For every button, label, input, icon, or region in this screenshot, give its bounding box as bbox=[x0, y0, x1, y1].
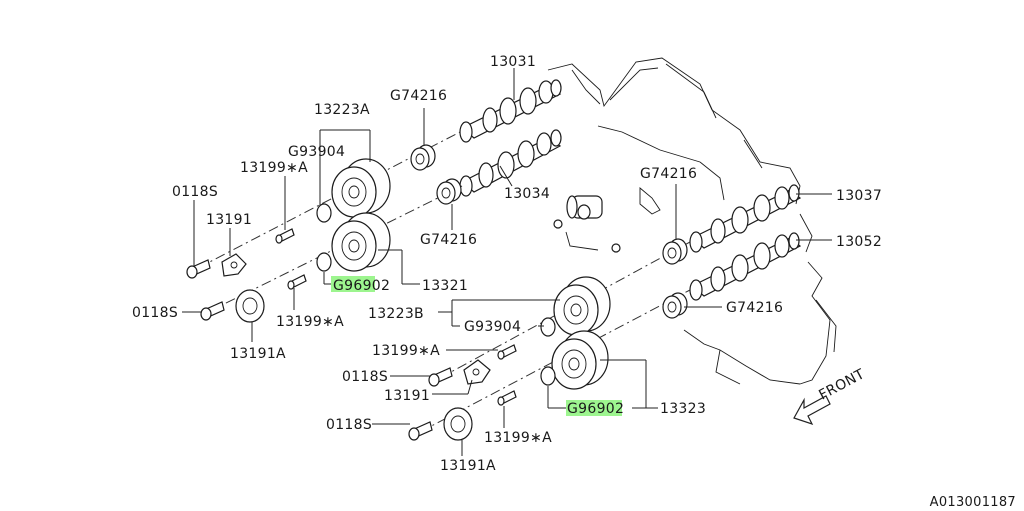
plates-13191A bbox=[235, 289, 473, 441]
label-13199A-lower-center[interactable]: 13199∗A bbox=[372, 343, 440, 359]
label-g96902-upper[interactable]: G96902 bbox=[333, 278, 390, 294]
diagram-code: A013001187 bbox=[930, 495, 1016, 510]
label-g93904-upper[interactable]: G93904 bbox=[288, 144, 345, 160]
label-13223B[interactable]: 13223B bbox=[368, 306, 424, 322]
sprocket-13223A bbox=[331, 158, 391, 218]
bolts-13199A bbox=[275, 228, 517, 406]
tensioner-parts bbox=[553, 187, 661, 253]
label-0118S-lower-center[interactable]: 0118S bbox=[342, 369, 388, 385]
label-g74216-mid[interactable]: G74216 bbox=[420, 232, 477, 248]
front-label: FRONT bbox=[816, 366, 867, 403]
sprocket-13223B bbox=[553, 276, 611, 336]
label-0118S-mid[interactable]: 0118S bbox=[132, 305, 178, 321]
bushing-g74216-upper bbox=[410, 144, 436, 171]
sprocket-13321 bbox=[331, 212, 391, 272]
label-0118S-upper[interactable]: 0118S bbox=[172, 184, 218, 200]
front-arrow-icon bbox=[793, 395, 831, 426]
leader-lines bbox=[182, 68, 832, 456]
label-13199A-mid[interactable]: 13199∗A bbox=[276, 314, 344, 330]
label-13052[interactable]: 13052 bbox=[836, 234, 882, 250]
label-13191-upper[interactable]: 13191 bbox=[206, 212, 252, 228]
bushing-g74216-right-lower bbox=[662, 292, 688, 319]
label-13199A-lower[interactable]: 13199∗A bbox=[484, 430, 552, 446]
label-13191A-upper[interactable]: 13191A bbox=[230, 346, 286, 362]
camshaft-13031 bbox=[459, 79, 562, 143]
label-g96902-lower[interactable]: G96902 bbox=[567, 401, 624, 417]
plates-13191 bbox=[221, 253, 491, 385]
engine-block-outline bbox=[547, 57, 837, 385]
label-g93904-lower[interactable]: G93904 bbox=[464, 319, 521, 335]
bolts-0118S bbox=[186, 259, 453, 441]
label-13223A[interactable]: 13223A bbox=[314, 102, 370, 118]
label-13037[interactable]: 13037 bbox=[836, 188, 882, 204]
camshaft-13034 bbox=[459, 129, 562, 197]
label-g74216-right-lower[interactable]: G74216 bbox=[726, 300, 783, 316]
highlight-g96902-lower bbox=[566, 400, 622, 416]
label-13323[interactable]: 13323 bbox=[660, 401, 706, 417]
label-g74216-upper[interactable]: G74216 bbox=[390, 88, 447, 104]
label-13191A-lower[interactable]: 13191A bbox=[440, 458, 496, 474]
bushing-g74216-right-upper bbox=[662, 238, 688, 265]
o-rings bbox=[316, 203, 556, 386]
sprocket-13323 bbox=[551, 330, 609, 390]
label-g74216-right-upper[interactable]: G74216 bbox=[640, 166, 697, 182]
camshaft-13052 bbox=[689, 232, 802, 301]
bushing-g74216-mid bbox=[436, 178, 462, 205]
label-13031[interactable]: 13031 bbox=[490, 54, 536, 70]
camshaft-13037 bbox=[689, 184, 802, 253]
label-13199A-upper[interactable]: 13199∗A bbox=[240, 160, 308, 176]
label-13321[interactable]: 13321 bbox=[422, 278, 468, 294]
highlight-g96902-upper bbox=[331, 276, 375, 292]
label-13191-lower[interactable]: 13191 bbox=[384, 388, 430, 404]
label-0118S-lower[interactable]: 0118S bbox=[326, 417, 372, 433]
label-13034[interactable]: 13034 bbox=[504, 186, 550, 202]
